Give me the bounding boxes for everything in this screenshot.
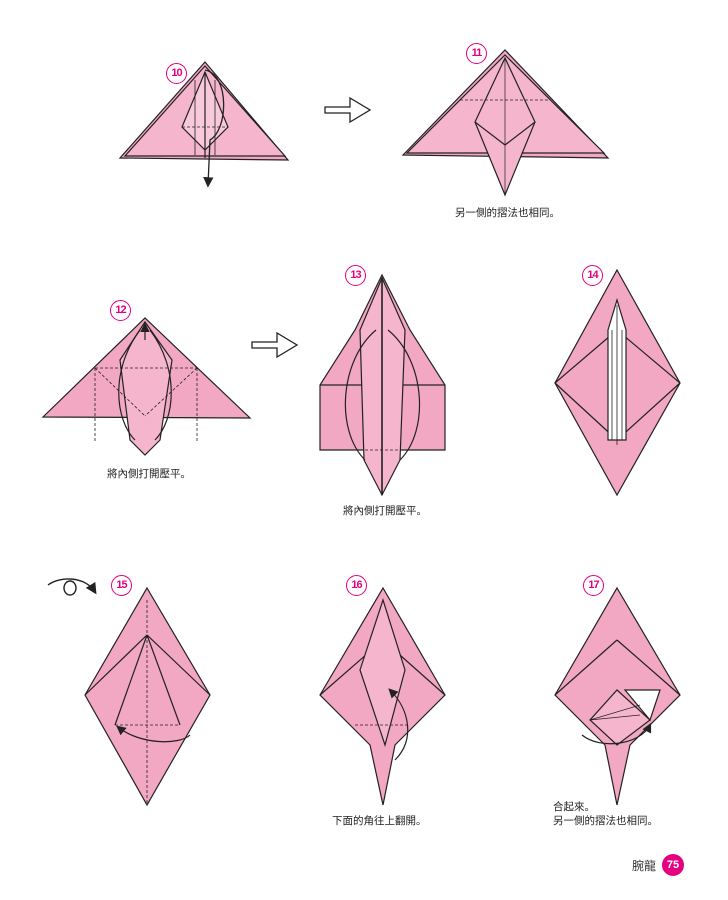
step-17-caption-line2: 另一側的摺法也相同。 <box>553 815 658 827</box>
step-15-diagram <box>84 586 211 807</box>
step-14-number: 14 <box>582 265 603 286</box>
step-12-diagram <box>41 317 252 456</box>
next-arrow-2 <box>251 331 299 359</box>
step-13-caption: 將內側打開壓平。 <box>343 505 427 517</box>
step-12-caption: 將內側打開壓平。 <box>107 468 191 480</box>
step-11-caption: 另一側的摺法也相同。 <box>455 207 560 219</box>
step-13-diagram <box>319 273 446 497</box>
step-11-number: 11 <box>466 43 487 64</box>
step-11-diagram <box>401 49 610 197</box>
step-17-diagram <box>554 586 681 806</box>
next-arrow-1 <box>324 96 372 124</box>
step-14-diagram <box>554 268 681 497</box>
step-12-number: 12 <box>110 300 131 321</box>
step-16-number: 16 <box>346 575 367 596</box>
step-13-number: 13 <box>345 265 366 286</box>
step-16-diagram <box>319 586 446 806</box>
step-10-number: 10 <box>166 63 187 84</box>
turn-over-icon <box>47 578 97 596</box>
step-10-diagram <box>118 61 290 188</box>
step-16-caption: 下面的角往上翻開。 <box>332 815 427 827</box>
step-15-number: 15 <box>111 575 132 596</box>
footer-title: 腕龍 <box>631 859 656 873</box>
step-17-caption-line1: 合起來。 <box>553 801 595 813</box>
step-17-number: 17 <box>583 575 604 596</box>
page-number: 75 <box>662 854 684 876</box>
